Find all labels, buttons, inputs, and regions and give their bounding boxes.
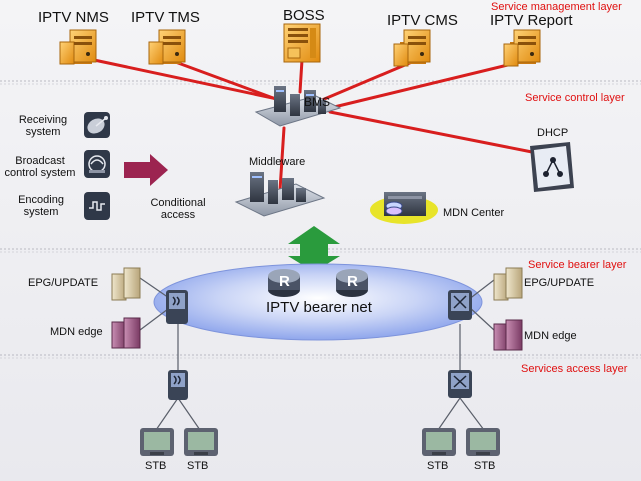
link-cms-bms <box>320 60 414 102</box>
stb-tv-4-icon <box>466 428 500 456</box>
stb-tv-2-icon <box>184 428 218 456</box>
stb-tv-3-icon <box>422 428 456 456</box>
router-2-glyph: R <box>347 273 358 290</box>
label-middleware: Middleware <box>249 156 306 168</box>
label-epg-update-right: EPG/UPDATE <box>524 277 595 289</box>
link-boss-bms <box>298 58 304 94</box>
mdn-center-icon <box>370 192 438 224</box>
label-iptv-bearer-net: IPTV bearer net <box>266 299 372 316</box>
bearer-router-1-icon <box>268 269 300 297</box>
mdn-edge-left-icon <box>111 317 141 349</box>
access-switch-left-icon <box>168 370 188 400</box>
epg-update-left-icon <box>111 267 141 301</box>
label-conditional-access: Conditional access <box>150 197 206 221</box>
label-receiving-system: Receiving system <box>18 114 68 138</box>
label-mdn-center: MDN Center <box>443 207 505 219</box>
conditional-access-arrow <box>124 154 168 186</box>
bearer-switch-left-icon <box>166 290 188 324</box>
dhcp-server-icon <box>530 142 574 192</box>
router-1-glyph: R <box>279 273 290 290</box>
label-stb-3: STB <box>427 460 449 472</box>
label-mdn-edge-left: MDN edge <box>50 326 103 338</box>
link-bms-middleware <box>278 126 286 192</box>
mdn-edge-right-icon <box>493 319 523 351</box>
link-tms-bms <box>168 58 286 104</box>
bms-platform-icon <box>254 86 342 127</box>
bearer-links <box>139 277 495 431</box>
iptv-bearer-cloud <box>153 263 483 341</box>
layer-label-control: Service control layer <box>525 92 625 104</box>
link-nms-bms <box>78 55 284 102</box>
management-links <box>78 55 534 192</box>
broadcast-control-system-icon <box>84 150 110 178</box>
label-mdn-edge-right: MDN edge <box>524 330 577 342</box>
label-broadcast-control-system: Broadcast control system <box>4 155 76 179</box>
label-stb-2: STB <box>187 460 209 472</box>
label-boss: BOSS <box>283 7 325 24</box>
label-stb-1: STB <box>145 460 167 472</box>
access-switch-right-icon <box>448 370 472 398</box>
label-epg-update-left: EPG/UPDATE <box>28 277 99 289</box>
server-iptv-nms-icon <box>59 29 97 65</box>
label-iptv-cms: IPTV CMS <box>387 12 458 29</box>
layer-label-bearer: Service bearer layer <box>528 259 627 271</box>
server-iptv-cms-icon <box>393 29 431 67</box>
label-iptv-nms: IPTV NMS <box>38 9 109 26</box>
link-report-bms <box>328 60 522 110</box>
server-iptv-report-icon <box>503 29 541 67</box>
middleware-platform-icon <box>234 172 326 217</box>
encoding-system-icon <box>84 192 110 220</box>
link-dhcp-bms <box>328 110 534 154</box>
server-boss-icon <box>283 23 321 63</box>
bearer-switch-right-icon <box>448 290 472 320</box>
receiving-system-icon <box>84 112 110 138</box>
label-iptv-report: IPTV Report <box>490 12 573 29</box>
stb-tv-1-icon <box>140 428 174 456</box>
label-encoding-system: Encoding system <box>18 194 64 218</box>
epg-update-right-icon <box>493 267 523 301</box>
bearer-control-double-arrow <box>288 226 340 272</box>
bearer-router-2-icon <box>336 269 368 297</box>
layer-label-access: Services access layer <box>521 363 628 375</box>
label-dhcp: DHCP <box>537 127 569 139</box>
layer-label-management: Service management layer <box>491 1 622 13</box>
label-iptv-tms: IPTV TMS <box>131 9 200 26</box>
server-iptv-tms-icon <box>148 29 186 65</box>
label-bms: BMS <box>304 95 331 109</box>
label-stb-4: STB <box>474 460 496 472</box>
